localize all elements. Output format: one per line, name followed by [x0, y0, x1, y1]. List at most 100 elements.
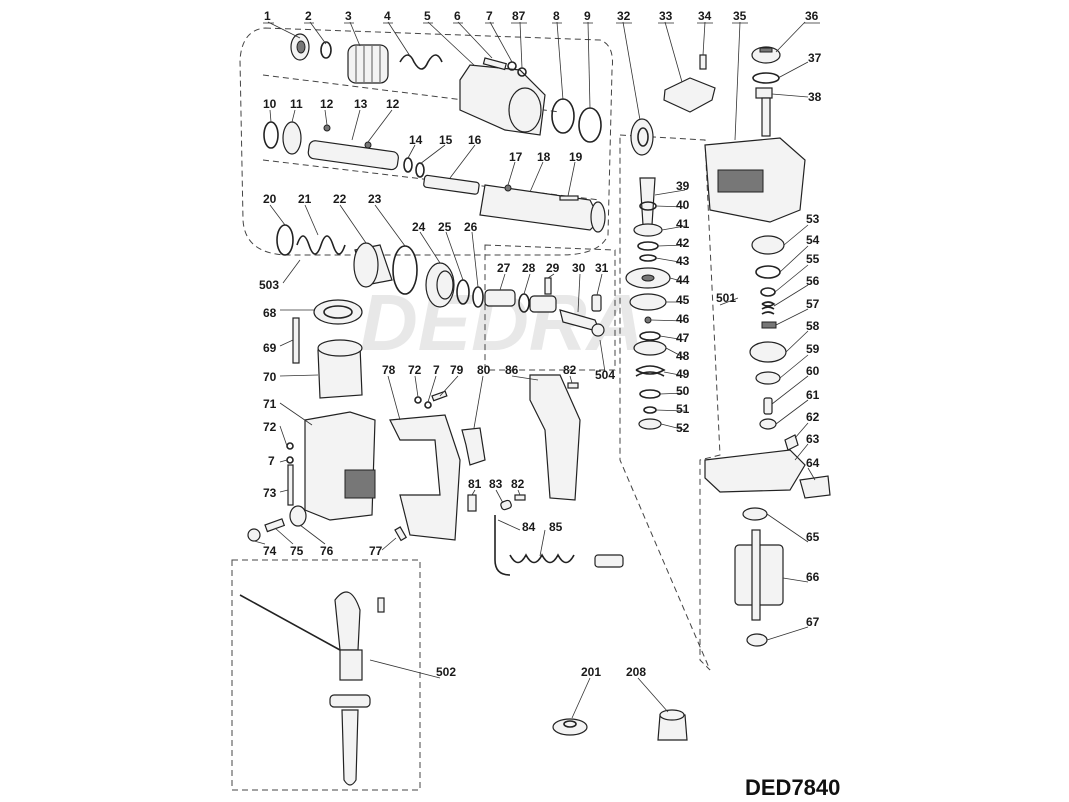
callout-63: 63	[806, 432, 820, 446]
part-64-lever	[799, 475, 831, 499]
callout-4: 4	[384, 9, 391, 23]
part-82-screw	[567, 382, 579, 389]
callout-71: 71	[263, 397, 277, 411]
callout-53: 53	[806, 212, 820, 226]
callout-58: 58	[806, 319, 820, 333]
callout-65: 65	[806, 530, 820, 544]
part-43-washer	[639, 254, 657, 262]
part-1-cap	[290, 33, 310, 61]
callout-7: 7	[486, 9, 493, 23]
part-7-washer	[507, 61, 517, 71]
callout-39: 39	[676, 179, 690, 193]
part-8-ring	[551, 98, 575, 134]
part-28b-piston	[529, 295, 557, 313]
part-60-pin	[763, 397, 773, 415]
callout-54: 54	[806, 233, 820, 247]
callout-38: 38	[808, 90, 822, 104]
part-70-stator	[317, 339, 363, 399]
part-6-screw	[482, 57, 507, 71]
callout-73: 73	[263, 486, 277, 500]
part-15-ring	[415, 162, 425, 178]
part-83-clamp	[500, 499, 512, 511]
callout-56: 56	[806, 274, 820, 288]
callout-84: 84	[522, 520, 536, 534]
leader-lines	[253, 21, 816, 719]
callout-62: 62	[806, 410, 820, 424]
callout-14: 14	[409, 133, 423, 147]
part-82b-screw	[514, 494, 526, 501]
callout-30: 30	[572, 261, 586, 275]
part-35-gearbox-housing	[704, 137, 806, 223]
callout-12-b: 12	[386, 97, 400, 111]
part-9-ring	[578, 107, 602, 143]
callout-26: 26	[464, 220, 478, 234]
callout-7-b: 7	[268, 454, 275, 468]
part-48-clutch	[633, 340, 667, 356]
callout-82: 82	[563, 363, 577, 377]
callout-55: 55	[806, 252, 820, 266]
callout-45: 45	[676, 293, 690, 307]
callout-503: 503	[259, 278, 279, 292]
part-7c-washer	[424, 401, 432, 409]
callout-36: 36	[805, 9, 819, 23]
callout-46: 46	[676, 312, 690, 326]
part-208-grease-cap	[657, 709, 688, 741]
part-31-pin	[591, 294, 602, 312]
part-50-washer	[639, 389, 661, 399]
part-66-armature	[734, 529, 784, 621]
callout-41: 41	[676, 217, 690, 231]
callout-81: 81	[468, 477, 482, 491]
part-37-o-ring	[752, 72, 780, 84]
callout-20: 20	[263, 192, 277, 206]
callout-82-b: 82	[511, 477, 525, 491]
callout-42: 42	[676, 236, 690, 250]
callout-52: 52	[676, 421, 690, 435]
callout-50: 50	[676, 384, 690, 398]
callout-43: 43	[676, 254, 690, 268]
callout-28: 28	[522, 261, 536, 275]
part-29-pin	[544, 277, 552, 295]
part-12-ball	[323, 124, 331, 132]
callout-504: 504	[595, 368, 615, 382]
callout-12: 12	[320, 97, 334, 111]
part-57-key	[761, 321, 777, 329]
callout-13: 13	[354, 97, 368, 111]
part-36-knob	[751, 46, 781, 64]
callout-68: 68	[263, 306, 277, 320]
part-2-ring	[320, 41, 332, 59]
part-18-piston-cylinder	[479, 184, 606, 233]
part-11-bearing	[282, 121, 302, 155]
callout-18: 18	[537, 150, 551, 164]
part-13-shaft	[307, 140, 399, 171]
callout-85: 85	[549, 520, 563, 534]
part-67-bearing	[746, 633, 768, 647]
callout-86: 86	[505, 363, 519, 377]
outline-group-501	[619, 134, 721, 671]
callout-78: 78	[382, 363, 396, 377]
callout-66: 66	[806, 570, 820, 584]
callout-208: 208	[626, 665, 646, 679]
part-77-screw	[394, 526, 408, 542]
part-34-screw	[699, 54, 707, 70]
part-21-spring	[296, 235, 346, 255]
part-41-bearing	[633, 223, 663, 237]
callout-201: 201	[581, 665, 601, 679]
part-33-switch-plate	[663, 77, 716, 113]
callout-1: 1	[264, 9, 271, 23]
part-55-ring	[760, 287, 776, 297]
callout-2: 2	[305, 9, 312, 23]
part-86-handle-half	[529, 374, 581, 501]
part-80-trigger	[461, 427, 486, 466]
callout-67: 67	[806, 615, 820, 629]
part-51-ring	[643, 406, 657, 414]
part-502-screw	[377, 597, 385, 613]
callout-57: 57	[806, 297, 820, 311]
callout-70: 70	[263, 370, 277, 384]
part-54-ring	[755, 265, 781, 279]
part-46-ball	[644, 316, 652, 324]
part-73-screw	[287, 464, 294, 506]
part-85-power-cord	[509, 553, 624, 568]
part-58-gear	[749, 341, 787, 363]
part-79-screw	[431, 390, 448, 402]
